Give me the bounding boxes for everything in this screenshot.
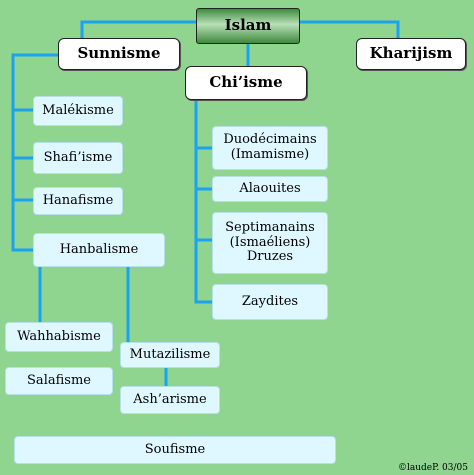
islam-label: Islam — [224, 16, 272, 35]
mutazilisme-node: Mutazilisme — [120, 342, 220, 368]
asharisme-label: Ash’arisme — [133, 391, 207, 407]
malekisme-node: Malékisme — [33, 96, 123, 126]
salafisme-label: Salafisme — [27, 372, 91, 388]
soufisme-node: Soufisme — [14, 436, 336, 464]
shafiisme-node: Shafi’isme — [33, 142, 123, 174]
wahhabisme-label: Wahhabisme — [17, 328, 101, 344]
mutazilisme-label: Mutazilisme — [129, 346, 211, 362]
zaydites-label: Zaydites — [241, 293, 299, 309]
alaouites-label: Alaouites — [239, 180, 301, 196]
islam-node: Islam — [196, 8, 300, 44]
asharisme-node: Ash’arisme — [120, 386, 220, 414]
salafisme-node: Salafisme — [5, 367, 113, 395]
kharijism-node: Kharijism — [356, 38, 466, 70]
sunnisme-node: Sunnisme — [58, 38, 180, 70]
chiisme-node: Chi’isme — [185, 66, 307, 100]
septimanains-label: Septimanains (Ismaéliens) Druzes — [225, 219, 315, 265]
soufisme-label: Soufisme — [144, 441, 206, 457]
shafiisme-label: Shafi’isme — [43, 149, 113, 165]
hanafisme-node: Hanafisme — [33, 187, 123, 215]
duodecimains-label: Duodécimains (Imamisme) — [223, 132, 317, 162]
malekisme-label: Malékisme — [42, 102, 114, 118]
hanbalisme-node: Hanbalisme — [33, 233, 165, 267]
kharijism-label: Kharijism — [369, 44, 453, 63]
septimanains-node: Septimanains (Ismaéliens) Druzes — [212, 212, 328, 274]
chiisme-label: Chi’isme — [209, 73, 283, 92]
alaouites-node: Alaouites — [212, 176, 328, 202]
sunnisme-label: Sunnisme — [77, 44, 161, 63]
author-credit: ©laudeP. 03/05 — [397, 463, 468, 473]
zaydites-node: Zaydites — [212, 284, 328, 320]
hanafisme-label: Hanafisme — [42, 192, 114, 208]
hanbalisme-label: Hanbalisme — [59, 241, 139, 257]
duodecimains-node: Duodécimains (Imamisme) — [212, 126, 328, 170]
wahhabisme-node: Wahhabisme — [5, 322, 113, 352]
